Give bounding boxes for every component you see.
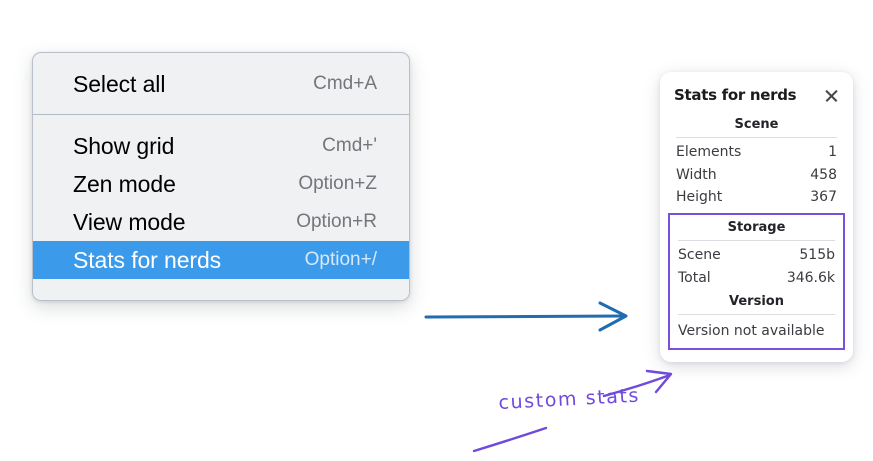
stats-panel-header: Stats for nerds: [674, 84, 839, 112]
menu-item-shortcut: Option+/: [304, 249, 377, 270]
stat-label: Width: [676, 166, 717, 183]
table-row: Height 367: [674, 186, 839, 209]
table-row: Total 346.6k: [676, 267, 837, 290]
menu-item-shortcut: Option+R: [296, 211, 377, 232]
stat-value: 458: [810, 166, 837, 183]
handwritten-annotation-label: custom stats: [498, 384, 641, 414]
custom-stats-highlight-box: Storage Scene 515b Total 346.6k Version …: [668, 213, 845, 351]
menu-item-label: Stats for nerds: [73, 246, 222, 273]
menu-item-stats-for-nerds[interactable]: Stats for nerds Option+/: [33, 241, 409, 279]
section-heading-scene: Scene: [734, 117, 779, 132]
menu-item-show-grid[interactable]: Show grid Cmd+': [33, 127, 409, 165]
section-rule: [678, 314, 835, 316]
menu-divider: [33, 114, 409, 115]
stat-value: 515b: [799, 247, 835, 264]
stat-label: Scene: [678, 247, 721, 264]
purple-underline-stroke: [472, 426, 548, 453]
table-row: Scene 515b: [676, 244, 837, 267]
panel-title: Stats for nerds: [674, 86, 797, 104]
table-row: Width 458: [674, 164, 839, 187]
table-row: Elements 1: [674, 141, 839, 164]
menu-item-shortcut: Cmd+': [322, 135, 377, 156]
stat-label: Height: [676, 189, 723, 206]
menu-group-1: Select all Cmd+A: [33, 53, 409, 114]
menu-item-label: Show grid: [73, 132, 175, 159]
menu-footer-spacer: [33, 279, 409, 300]
section-heading-version: Version: [729, 294, 784, 310]
menu-item-select-all[interactable]: Select all Cmd+A: [33, 65, 409, 103]
menu-item-shortcut: Cmd+A: [313, 73, 377, 94]
stat-value: 367: [810, 189, 837, 206]
blue-arrow-annotation: [424, 301, 628, 332]
stat-label: Total: [678, 269, 711, 286]
menu-item-shortcut: Option+Z: [298, 173, 377, 194]
close-icon[interactable]: [824, 88, 839, 103]
version-text: Version not available: [678, 323, 825, 340]
menu-item-label: Zen mode: [73, 170, 176, 197]
section-rule: [678, 240, 835, 242]
context-menu: Select all Cmd+A Show grid Cmd+' Zen mod…: [32, 52, 410, 301]
stat-label: Elements: [676, 144, 742, 160]
menu-item-view-mode[interactable]: View mode Option+R: [33, 203, 409, 241]
menu-group-2: Show grid Cmd+' Zen mode Option+Z View m…: [33, 115, 409, 300]
stat-value: 346.6k: [786, 269, 835, 286]
section-heading-storage: Storage: [727, 220, 786, 236]
menu-item-label: Select all: [73, 70, 166, 97]
stats-for-nerds-panel: Stats for nerds Scene Elements 1 Width 4…: [660, 72, 853, 363]
menu-item-zen-mode[interactable]: Zen mode Option+Z: [33, 165, 409, 203]
stat-value: 1: [828, 144, 837, 160]
menu-item-label: View mode: [73, 208, 186, 235]
section-rule: [676, 137, 837, 138]
